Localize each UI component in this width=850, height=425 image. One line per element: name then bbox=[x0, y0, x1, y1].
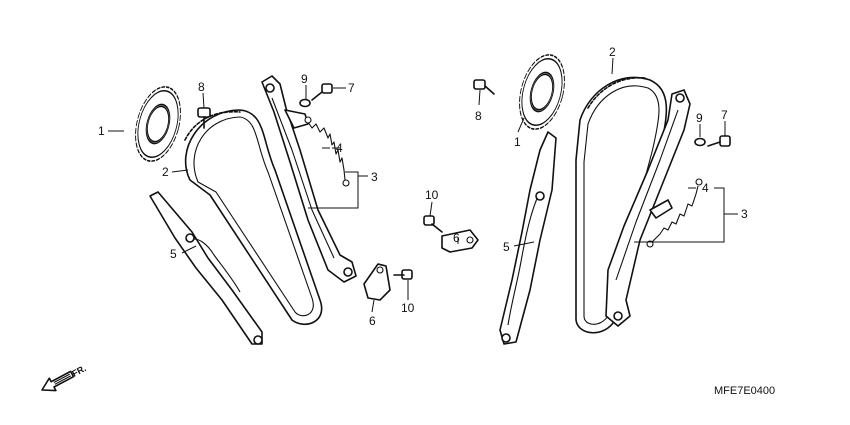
cam-chain-guide-right bbox=[499, 131, 557, 345]
callout-8-right: 8 bbox=[475, 109, 482, 123]
callout-9-left: 9 bbox=[301, 72, 308, 86]
cam-chain-guide-left bbox=[149, 191, 263, 345]
tensioner-plate-bottom bbox=[363, 263, 391, 301]
front-label: FR. bbox=[70, 363, 87, 379]
callout-3-left: 3 bbox=[371, 170, 378, 184]
callout-2-right: 2 bbox=[609, 45, 616, 59]
front-arrow-icon bbox=[41, 370, 75, 392]
left-assembly bbox=[135, 75, 357, 345]
cam-chain-tensioner-right bbox=[605, 89, 691, 327]
callout-6-bottom: 6 bbox=[369, 314, 376, 328]
callouts-center: 10 6 6 10 bbox=[369, 188, 460, 328]
callouts-right: 8 1 2 5 9 7 4 3 bbox=[475, 45, 748, 254]
bolt-8-left bbox=[197, 107, 211, 129]
bolt-7-left bbox=[311, 83, 333, 101]
washer-9-left bbox=[299, 98, 311, 108]
cam-chain-right bbox=[575, 76, 668, 334]
tensioner-plate-top bbox=[441, 229, 479, 253]
center-parts bbox=[363, 215, 479, 301]
cam-sprocket-left bbox=[135, 86, 181, 162]
callout-3-right: 3 bbox=[741, 207, 748, 221]
right-assembly bbox=[473, 54, 731, 345]
diagram-code: MFE7E0400 bbox=[714, 385, 775, 397]
cam-sprocket-right bbox=[519, 54, 565, 130]
callout-4-left: 4 bbox=[336, 141, 343, 155]
callout-6-top: 6 bbox=[453, 231, 460, 245]
callout-4-right: 4 bbox=[702, 181, 709, 195]
bolt-10-bottom bbox=[393, 269, 413, 280]
callout-7-left: 7 bbox=[348, 81, 355, 95]
front-direction-indicator: FR. bbox=[41, 363, 88, 392]
cam-chain-tensioner-left bbox=[261, 75, 357, 283]
callouts-left: 1 2 3 4 5 8 9 7 bbox=[98, 72, 378, 261]
callout-10-top: 10 bbox=[425, 188, 439, 202]
callout-1-right: 1 bbox=[514, 135, 521, 149]
callout-8-left: 8 bbox=[198, 80, 205, 94]
callout-5-right: 5 bbox=[503, 240, 510, 254]
leader-lines bbox=[108, 57, 738, 313]
callout-2-left: 2 bbox=[162, 165, 169, 179]
cam-chain-left bbox=[184, 109, 323, 325]
tensioner-spring-left bbox=[304, 116, 350, 187]
callout-5-left: 5 bbox=[170, 247, 177, 261]
callout-9-right: 9 bbox=[696, 111, 703, 125]
callout-10-bottom: 10 bbox=[401, 301, 415, 315]
bolt-7-right bbox=[707, 135, 731, 147]
tensioner-spring-right bbox=[646, 178, 703, 248]
callout-1-left: 1 bbox=[98, 124, 105, 138]
washer-9-right bbox=[694, 137, 706, 147]
bolt-10-top bbox=[423, 215, 443, 233]
bolt-8-right bbox=[473, 79, 495, 95]
callout-7-right: 7 bbox=[721, 108, 728, 122]
